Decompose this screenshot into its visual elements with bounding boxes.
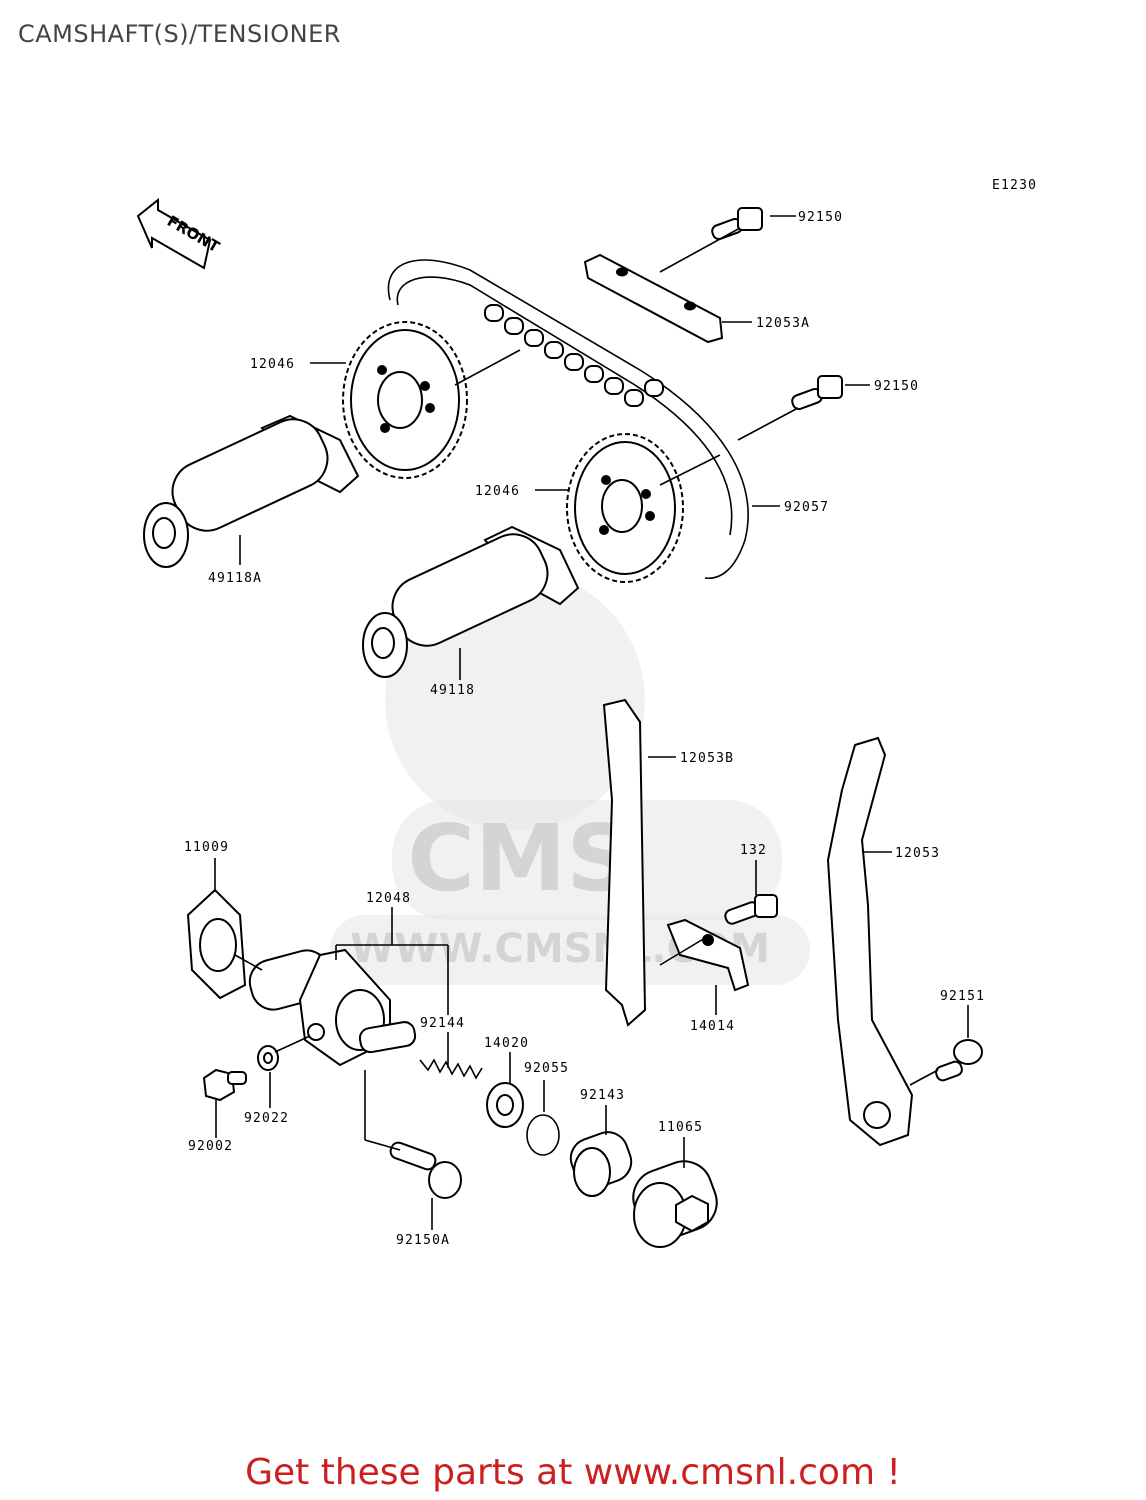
plug-92002 [202,1068,247,1102]
bolt-92150-mid [791,375,843,411]
label-cap-11065: 11065 [658,1120,703,1135]
cam-chain-92057 [387,259,749,580]
stopper-14020 [486,1082,524,1128]
parts-diagram: CMS WWW.CMSNL.COM FRONT E1230 [136,178,1037,1248]
pin-92151 [935,1039,983,1082]
label-guide-12053a: 12053A [756,316,810,331]
cap-11065 [632,1160,718,1248]
label-bolt-132: 132 [740,843,767,858]
tensioner-12048 [248,948,417,1067]
camshaft-49118 [362,525,580,678]
label-bolt-92150-top: 92150 [798,210,843,225]
diagram-code: E1230 [992,178,1037,193]
label-tensioner-12048: 12048 [366,891,411,906]
chain-guide-12053 [826,736,914,1147]
page-title: CAMSHAFT(S)/TENSIONER [18,20,341,48]
camshaft-49118a [143,414,360,568]
washer-92022 [257,1045,279,1071]
label-bolt-92150a: 92150A [396,1233,450,1248]
label-oring-92055: 92055 [524,1061,569,1076]
label-sprocket-12046-bottom: 12046 [475,484,520,499]
leader-lines [214,215,969,1230]
chain-guide-12053a [583,253,724,344]
label-washer-92022: 92022 [244,1111,289,1126]
label-guide-12053b: 12053B [680,751,734,766]
label-chain-92057: 92057 [784,500,829,515]
oring-92055 [526,1114,560,1156]
label-pin-92151: 92151 [940,989,985,1004]
bolt-132 [724,894,778,925]
label-stopper-14020: 14020 [484,1036,529,1051]
spring-92144 [419,1058,483,1080]
callout-labels: 92150 12053A 12046 92150 12046 92057 491… [184,210,985,1248]
watermark-text: CMS [407,805,632,912]
bolt-92150a [389,1141,462,1199]
label-guide-12053: 12053 [895,846,940,861]
label-bolt-92150-mid: 92150 [874,379,919,394]
front-arrow-icon: FRONT [136,197,223,270]
label-bracket-14014: 14014 [690,1019,735,1034]
cta-link[interactable]: Get these parts at www.cmsnl.com ! [245,1452,901,1493]
label-sprocket-12046-top: 12046 [250,357,295,372]
label-camshaft-49118a: 49118A [208,571,262,586]
label-gasket-11009: 11009 [184,840,229,855]
label-camshaft-49118: 49118 [430,683,475,698]
spacer-92143 [569,1131,633,1197]
label-spacer-92143: 92143 [580,1088,625,1103]
sprocket-12046-top [342,321,468,479]
chain-guide-12053b [602,698,647,1027]
gasket-11009 [186,888,247,1000]
bolt-92150-top [711,207,763,241]
sprocket-12046-bottom [566,433,684,583]
label-plug-92002: 92002 [188,1139,233,1154]
label-spring-92144: 92144 [420,1016,465,1031]
